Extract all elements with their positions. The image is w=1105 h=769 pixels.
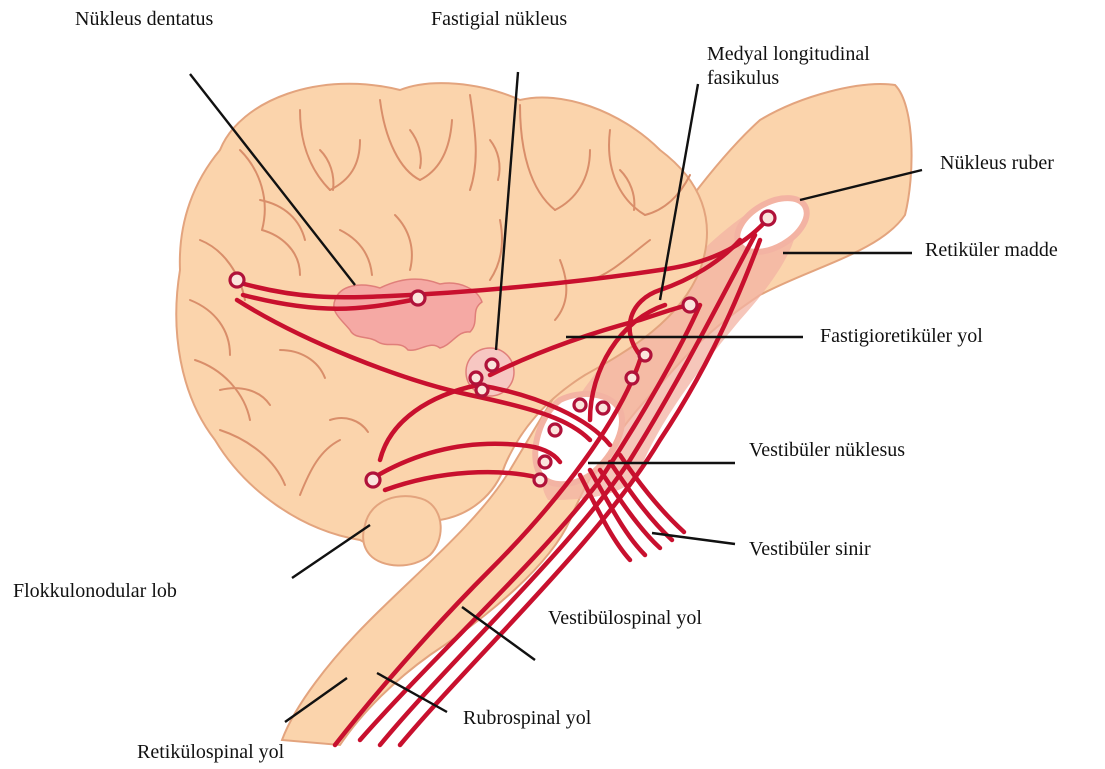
label-vestibulospinal-tract: Vestibülospinal yol	[548, 606, 702, 630]
neuron-vestibular-2	[597, 402, 609, 414]
neuron-dentate-nucleus	[411, 291, 425, 305]
neuron-reticular-3	[626, 372, 638, 384]
neuron-vestibular-5	[534, 474, 546, 486]
label-nucleus-ruber: Nükleus ruber	[940, 151, 1054, 175]
neuron-red-nucleus	[761, 211, 775, 225]
label-medial-longitudinal-fasciculus: Medyal longitudinal fasikulus	[707, 42, 870, 90]
label-reticular-substance: Retiküler madde	[925, 238, 1058, 262]
neuron-fastigial-2	[470, 372, 482, 384]
neuron-fastigial-1	[486, 359, 498, 371]
neuron-flocculus	[366, 473, 380, 487]
flocculonodular-lobe	[363, 496, 441, 565]
label-flocculonodular-lobe: Flokkulonodular lob	[13, 579, 177, 603]
leader-vestibular-nerve	[652, 533, 735, 544]
neuron-reticular-1	[683, 298, 697, 312]
label-nucleus-dentatus: Nükleus dentatus	[75, 7, 213, 31]
neuron-vestibular-1	[574, 399, 586, 411]
neuron-dentate-cortex	[230, 273, 244, 287]
label-vestibular-nucleus: Vestibüler nüklesus	[749, 438, 905, 462]
label-rubrospinal-tract: Rubrospinal yol	[463, 706, 591, 730]
label-reticulospinal-tract: Retikülospinal yol	[137, 740, 284, 764]
neuron-fastigial-3	[476, 384, 488, 396]
label-fastigial-nucleus: Fastigial nükleus	[431, 7, 567, 31]
neuron-vestibular-3	[549, 424, 561, 436]
neuron-reticular-2	[639, 349, 651, 361]
neuron-vestibular-4	[539, 456, 551, 468]
label-vestibular-nerve: Vestibüler sinir	[749, 537, 871, 561]
label-fastigioreticular-tract: Fastigioretiküler yol	[820, 324, 983, 348]
